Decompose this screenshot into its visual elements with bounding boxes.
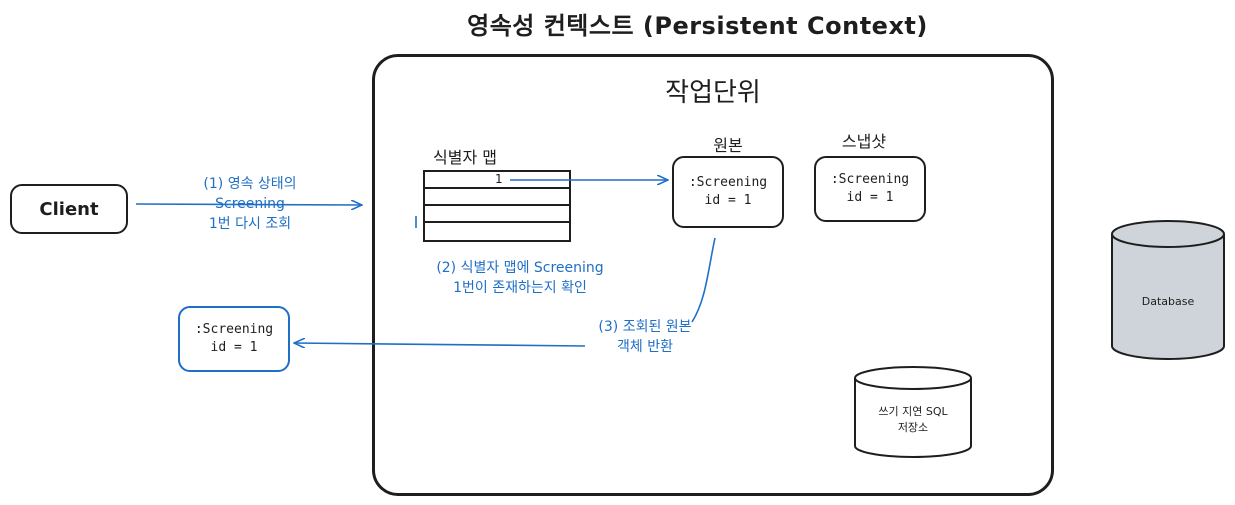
step3-line1: (3) 조회된 원본 <box>598 319 692 335</box>
original-entity-id: id = 1 <box>704 193 752 208</box>
sql-store-label: 쓰기 지연 SQL 저장소 <box>855 404 971 436</box>
original-entity-name: :Screening <box>688 175 768 190</box>
returned-entity-name: :Screening <box>194 322 274 337</box>
client-box: Client <box>10 184 128 234</box>
database-cylinder <box>1111 220 1225 360</box>
database-label: Database <box>1141 295 1195 308</box>
step3-arrow <box>294 237 716 346</box>
returned-entity-id: id = 1 <box>210 340 258 355</box>
original-entity: :Screening id = 1 <box>672 156 784 228</box>
snapshot-entity-id: id = 1 <box>846 190 894 205</box>
client-label: Client <box>39 198 99 220</box>
step2-line2: 1번이 존재하는지 확인 <box>453 280 587 296</box>
identity-map-row: 1 <box>425 172 569 189</box>
identity-map-row <box>425 206 569 223</box>
step1-label: (1) 영속 상태의 Screening 1번 다시 조회 <box>170 174 330 234</box>
step3-label: (3) 조회된 원본 객체 반환 <box>570 317 720 357</box>
snapshot-entity: :Screening id = 1 <box>814 156 926 222</box>
step2-label: (2) 식별자 맵에 Screening 1번이 존재하는지 확인 <box>400 258 640 298</box>
step3-line2: 객체 반환 <box>617 339 673 355</box>
identity-map-label: 식별자 맵 <box>433 148 497 167</box>
sql-store-line2: 저장소 <box>897 421 929 434</box>
snapshot-label: 스냅샷 <box>841 132 887 151</box>
step1-line3: 1번 다시 조회 <box>208 216 292 232</box>
returned-entity: :Screening id = 1 <box>178 306 290 372</box>
sql-store-cylinder <box>854 366 972 458</box>
step1-arrow <box>135 204 362 205</box>
sql-store-line1: 쓰기 지연 SQL <box>878 405 948 418</box>
identity-map-row <box>425 189 569 206</box>
diagram-title: 영속성 컨텍스트 (Persistent Context) <box>467 12 928 40</box>
identity-map-table: 1 <box>423 170 571 242</box>
step1-line1: (1) 영속 상태의 <box>203 176 297 192</box>
unit-of-work-label: 작업단위 <box>665 78 761 108</box>
original-label: 원본 <box>713 136 743 155</box>
step2-line1: (2) 식별자 맵에 Screening <box>436 260 604 276</box>
identity-map-key: 1 <box>495 172 503 186</box>
snapshot-entity-name: :Screening <box>830 172 910 187</box>
